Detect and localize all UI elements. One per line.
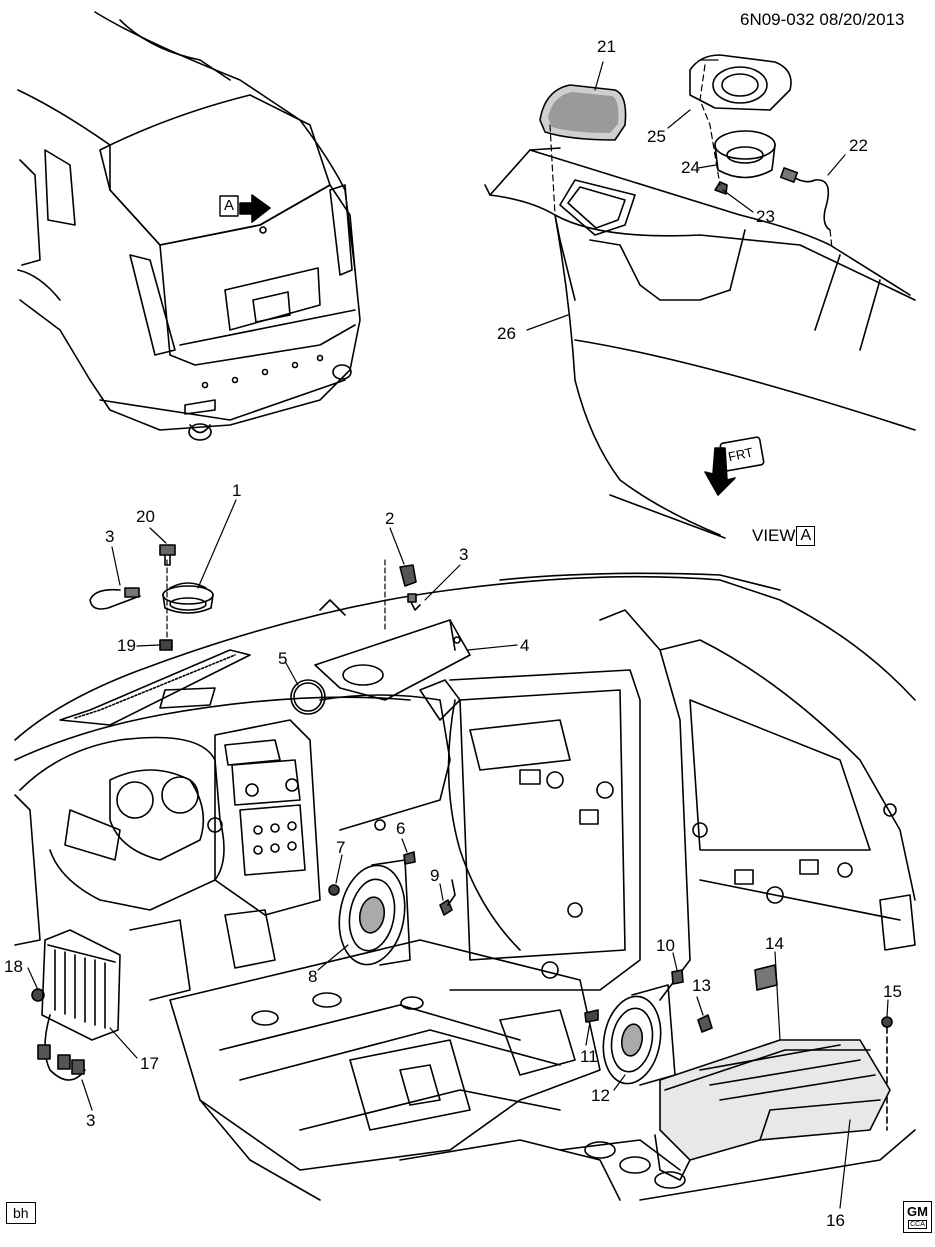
callout-3-b: 3 (459, 545, 469, 564)
part-17-amplifier (41, 929, 121, 1041)
part-13-connector (697, 1014, 713, 1033)
callout-18: 18 (4, 957, 23, 976)
leader-lines-main (27, 499, 889, 1209)
part-3-wire-harness-c (37, 1014, 86, 1081)
part-16-subwoofer-enclosure (654, 1039, 891, 1181)
callout-15: 15 (883, 982, 902, 1001)
callout-8: 8 (308, 967, 318, 986)
callout-11: 11 (580, 1047, 598, 1066)
view-label-ref: A (796, 526, 816, 546)
callout-7: 7 (336, 838, 346, 857)
part-25-speaker-bezel (689, 54, 792, 111)
view-arrow-letter: A (224, 197, 235, 214)
part-2-clip (399, 564, 417, 587)
part-3-wire-harness-b (407, 593, 421, 611)
callout-24: 24 (681, 158, 700, 177)
part-12-speaker (602, 984, 676, 1086)
view-a-label: VIEW A (752, 526, 816, 546)
callout-6: 6 (396, 819, 406, 838)
part-21-speaker-grille (539, 84, 627, 141)
part-10-clip (671, 969, 684, 985)
cca-logo-text: CCA (908, 1220, 927, 1229)
callout-14: 14 (765, 934, 784, 953)
callout-10: 10 (656, 936, 675, 955)
callout-17: 17 (140, 1054, 159, 1073)
view-label-text: VIEW (752, 526, 796, 545)
leader-lines-view-a (526, 59, 846, 331)
gm-logo-text: GM (907, 1204, 928, 1219)
callout-9: 9 (430, 866, 440, 885)
callout-1: 1 (232, 481, 242, 500)
drawing-header: 6N09-032 08/20/2013 (740, 10, 905, 30)
part-8-speaker (338, 859, 411, 966)
callout-19: 19 (117, 636, 136, 655)
door-body-frame-illustration (319, 572, 916, 1001)
part-11-screw (584, 1009, 599, 1023)
view-a-arrow-icon (219, 194, 271, 223)
callout-23: 23 (756, 207, 775, 226)
part-4-trim-panel (314, 619, 471, 701)
part-22-wire-harness (779, 167, 831, 231)
bh-badge: bh (6, 1202, 36, 1224)
part-15-nut (881, 1016, 893, 1131)
callout-25: 25 (647, 127, 666, 146)
front-direction-arrow-icon (704, 436, 765, 496)
callout-20: 20 (136, 507, 155, 526)
callout-3-c: 3 (86, 1111, 96, 1130)
part-19-nut (159, 639, 173, 651)
part-24-speaker (714, 130, 776, 179)
callout-3-a: 3 (105, 527, 115, 546)
part-7-screw (328, 884, 340, 896)
callout-22: 22 (849, 136, 868, 155)
gm-logo: GM CCA (903, 1201, 932, 1233)
part-1-speaker (162, 582, 214, 614)
callout-16: 16 (826, 1211, 845, 1230)
vehicle-rear-illustration (17, 11, 361, 441)
part-14-bracket (754, 964, 778, 991)
drawing-code: 6N09-032 (740, 10, 815, 29)
callout-12: 12 (591, 1086, 610, 1105)
part-9-connector (439, 879, 456, 916)
callout-21: 21 (597, 37, 616, 56)
callout-5: 5 (278, 649, 288, 668)
view-a-trim-panel (484, 147, 916, 539)
drawing-date: 08/20/2013 (819, 10, 905, 29)
callout-4: 4 (520, 636, 530, 655)
callout-13: 13 (692, 976, 711, 995)
floor-pan-illustration (169, 939, 916, 1201)
part-5-ring (290, 679, 326, 715)
callout-2: 2 (385, 509, 395, 528)
part-3-wire-harness-a (89, 587, 141, 610)
interior-dashboard-illustration (14, 575, 916, 1001)
callout-26: 26 (497, 324, 516, 343)
